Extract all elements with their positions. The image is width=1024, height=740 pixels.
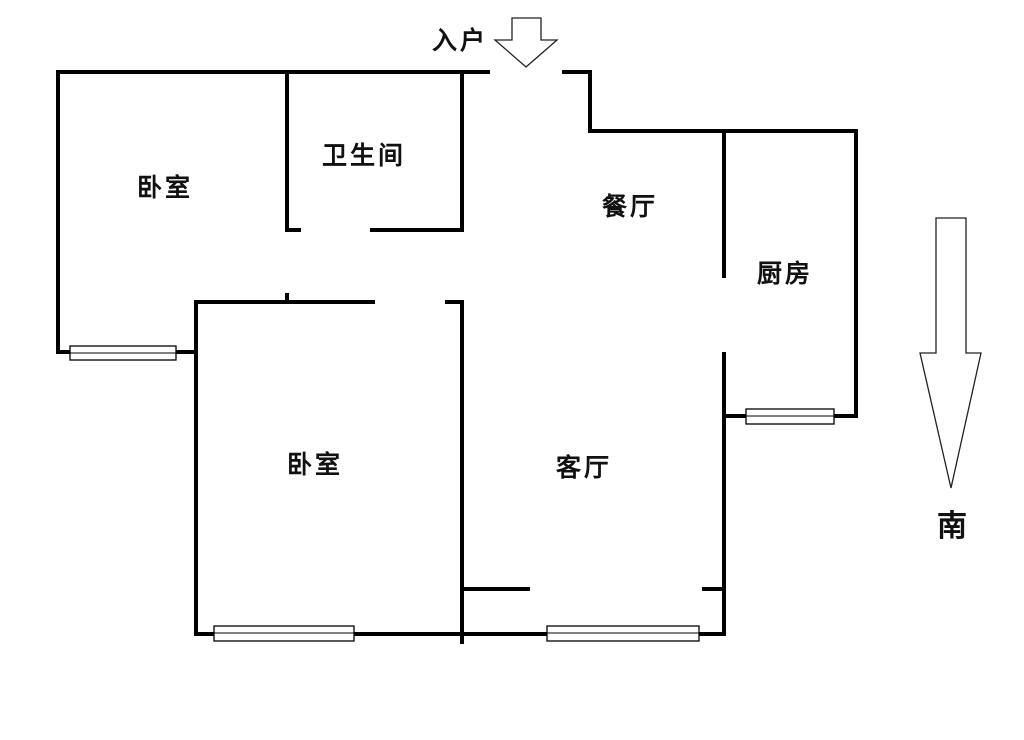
room-label-bathroom: 卫生间	[322, 141, 407, 170]
compass-label: 南	[937, 509, 970, 544]
room-label-living: 客厅	[556, 453, 613, 482]
south-arrow-icon	[919, 217, 982, 489]
room-label-bedroom-north: 卧室	[137, 173, 194, 202]
room-label-dining: 餐厅	[602, 192, 659, 221]
entrance-arrow-icon	[493, 17, 559, 68]
room-label-bedroom-south: 卧室	[287, 450, 344, 479]
windows	[69, 345, 835, 642]
entrance-label: 入户	[432, 26, 489, 55]
room-label-kitchen: 厨房	[757, 259, 814, 288]
walls	[56, 70, 858, 644]
